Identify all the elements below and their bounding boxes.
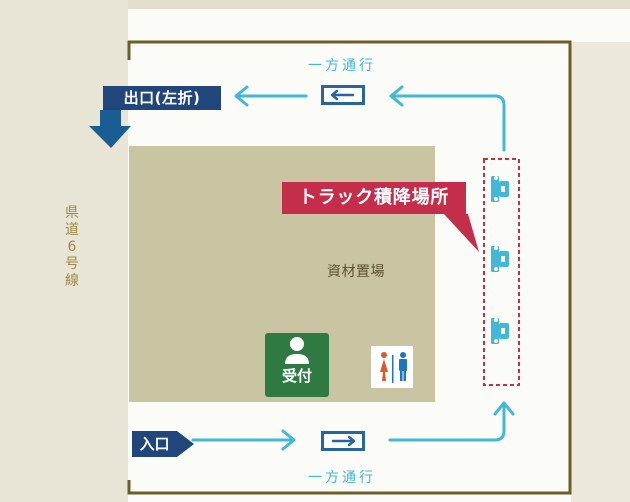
reception-label: 受付 bbox=[281, 367, 312, 385]
truck-loading-zone bbox=[483, 158, 520, 386]
reception-sign bbox=[265, 333, 329, 397]
exit-marker bbox=[89, 86, 221, 148]
top-route bbox=[236, 94, 506, 152]
one-way-bottom-label: 一方通行 bbox=[308, 470, 376, 486]
entry-label: 入口 bbox=[139, 435, 170, 453]
entry-marker bbox=[132, 431, 194, 457]
top-route-arrow-icon bbox=[389, 85, 404, 107]
restroom-icon bbox=[371, 346, 413, 388]
right-panel bbox=[571, 42, 630, 502]
road-label: 県 道 6 号 線 bbox=[65, 205, 79, 289]
truck-area-callout bbox=[282, 182, 479, 252]
one-way-sign-bottom bbox=[321, 431, 365, 451]
one-way-top-label: 一方通行 bbox=[308, 58, 376, 74]
top-strip bbox=[128, 0, 630, 9]
bottom-route bbox=[191, 404, 506, 442]
truck-icon bbox=[491, 318, 509, 344]
site-frame bbox=[127, 40, 572, 495]
truck-icon bbox=[491, 176, 509, 202]
truck-area-label: トラック積降場所 bbox=[298, 187, 450, 208]
exit-route-arrow-icon bbox=[234, 85, 249, 107]
right-route-arrow-icon bbox=[493, 401, 515, 416]
exit-label: 出口(左折) bbox=[123, 89, 201, 107]
one-way-sign-top bbox=[321, 85, 365, 105]
entry-route-arrow-icon bbox=[281, 429, 296, 451]
truck-icon bbox=[491, 246, 509, 272]
material-yard-label: 資材置場 bbox=[327, 264, 385, 280]
